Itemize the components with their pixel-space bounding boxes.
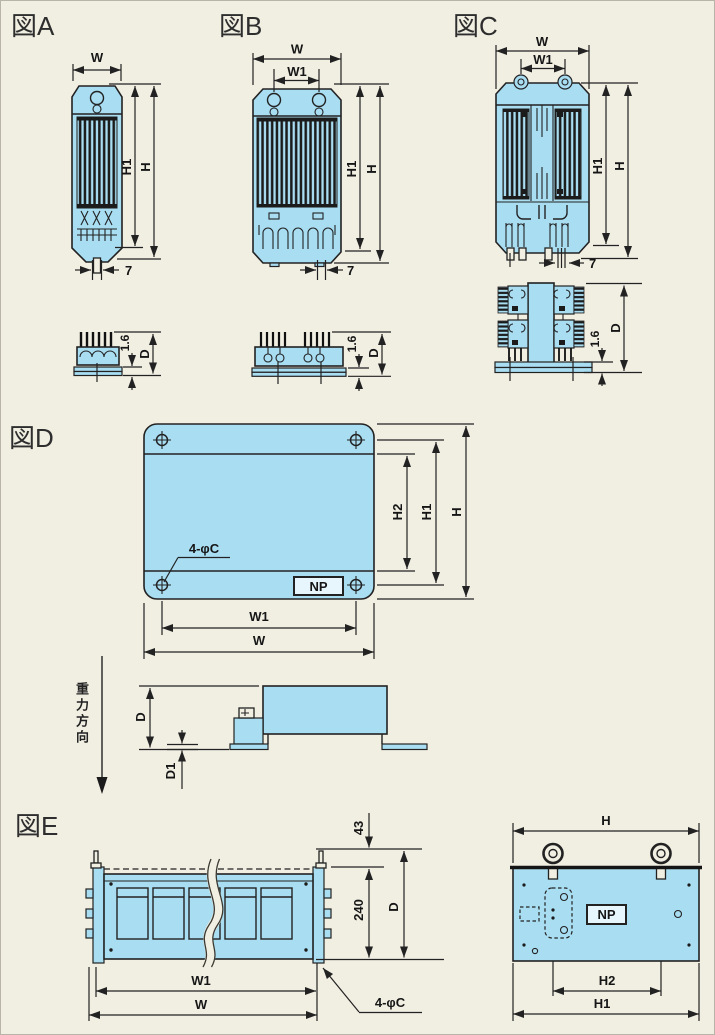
fig-a-dim-w-label: W: [91, 50, 104, 65]
figure-b: 図B W W1 H: [219, 11, 391, 391]
fig-b-dim-w-label: W: [291, 42, 304, 57]
fig-c-dim-h-label: H: [612, 161, 627, 170]
fig-d-dim-d-label: D: [133, 712, 148, 721]
fig-b-dim-16-label: 1.6: [345, 335, 359, 352]
figure-a-front-view: W H1 H 7: [71, 50, 161, 280]
fig-b-dim-d-label: D: [366, 348, 381, 357]
fig-d-holes-label: 4-φC: [189, 541, 220, 556]
figure-e-title: 図E: [15, 811, 58, 841]
nameplate-box: [293, 576, 344, 596]
fig-a-dim-d-label: D: [137, 349, 152, 358]
figure-b-side-view: 1.6 D: [251, 331, 391, 391]
figure-e: 図E: [15, 811, 702, 1021]
eye-hook-icon: [311, 92, 327, 108]
fig-e-dim-h-label: H: [601, 813, 610, 828]
figure-d-title: 図D: [9, 423, 54, 453]
eye-bolt-icon: [542, 842, 564, 865]
gravity-direction-label: 重力方向: [74, 682, 89, 746]
figure-c-front-view: W W1 H1 H 7: [495, 34, 638, 271]
figure-d: 図D NP 4-φC H2 H1 H: [9, 423, 474, 794]
fig-c-dim-16-label: 1.6: [588, 330, 602, 347]
figure-c-side-view: 1.6 D: [494, 282, 642, 386]
figure-a: 図A W H1 H: [11, 11, 161, 390]
eye-bolt-icon: [513, 74, 529, 90]
figure-e-front-view: 43 240 D W1 W 4-φC: [85, 813, 444, 1021]
fig-e-dim-h1-label: H1: [594, 996, 611, 1011]
figure-b-front-view: W W1 H1 H 7: [252, 42, 389, 280]
fig-c-dim-7-label: 7: [589, 256, 596, 271]
fig-d-dim-d1-label: D1: [163, 763, 178, 780]
gravity-direction-arrow: [96, 656, 108, 794]
fig-c-dim-h1-label: H1: [590, 158, 605, 175]
fig-e-dim-w-label: W: [195, 997, 208, 1012]
figure-c: 図C W: [453, 11, 642, 386]
figure-c-title: 図C: [453, 11, 498, 41]
fig-d-dim-w-label: W: [253, 633, 266, 648]
figure-d-top-view: NP 4-φC H2 H1 H W1 W: [143, 423, 474, 659]
fig-a-dim-7-label: 7: [125, 263, 132, 278]
fig-c-dim-d-label: D: [608, 323, 623, 332]
fig-e-nameplate-label: NP: [597, 907, 615, 922]
fig-a-dim-h1-label: H1: [119, 159, 134, 176]
fig-a-dim-h-label: H: [138, 162, 153, 171]
fig-a-dim-16-label: 1.6: [118, 334, 132, 351]
fig-b-dim-h1-label: H1: [344, 161, 359, 178]
fig-e-dim-w1-label: W1: [191, 973, 211, 988]
break-line: [202, 857, 224, 970]
fig-c-dim-w-label: W: [536, 34, 549, 49]
mounting-hole-icon: [153, 431, 365, 594]
figure-a-side-view: 1.6 D: [73, 331, 161, 390]
fig-d-dim-h1-label: H1: [419, 504, 434, 521]
figure-b-title: 図B: [219, 11, 262, 41]
fig-b-dim-7-label: 7: [347, 263, 354, 278]
eye-bolt-icon: [650, 842, 672, 865]
eye-hook-icon: [266, 92, 282, 108]
fig-e-dim-43-label: 43: [351, 821, 366, 835]
eye-bolt-icon: [557, 74, 573, 90]
fig-b-dim-w1-label: W1: [287, 64, 307, 79]
fig-d-dim-h2-label: H2: [390, 504, 405, 521]
fig-d-dim-w1-label: W1: [249, 609, 269, 624]
fig-e-dim-d-label: D: [386, 902, 401, 911]
nameplate-box: [586, 904, 627, 925]
fig-d-dim-h-label: H: [449, 507, 464, 516]
fig-e-holes-label: 4-φC: [375, 995, 406, 1010]
fig-c-dim-w1-label: W1: [533, 52, 553, 67]
figure-a-title: 図A: [11, 11, 55, 41]
figure-e-top-view: H NP H2 H1: [510, 813, 702, 1021]
fig-b-dim-h-label: H: [364, 164, 379, 173]
fig-e-dim-240-label: 240: [351, 899, 366, 921]
fig-d-nameplate-label: NP: [309, 579, 327, 594]
fig-e-dim-h2-label: H2: [599, 973, 616, 988]
figure-d-side-view: D D1: [133, 685, 428, 789]
